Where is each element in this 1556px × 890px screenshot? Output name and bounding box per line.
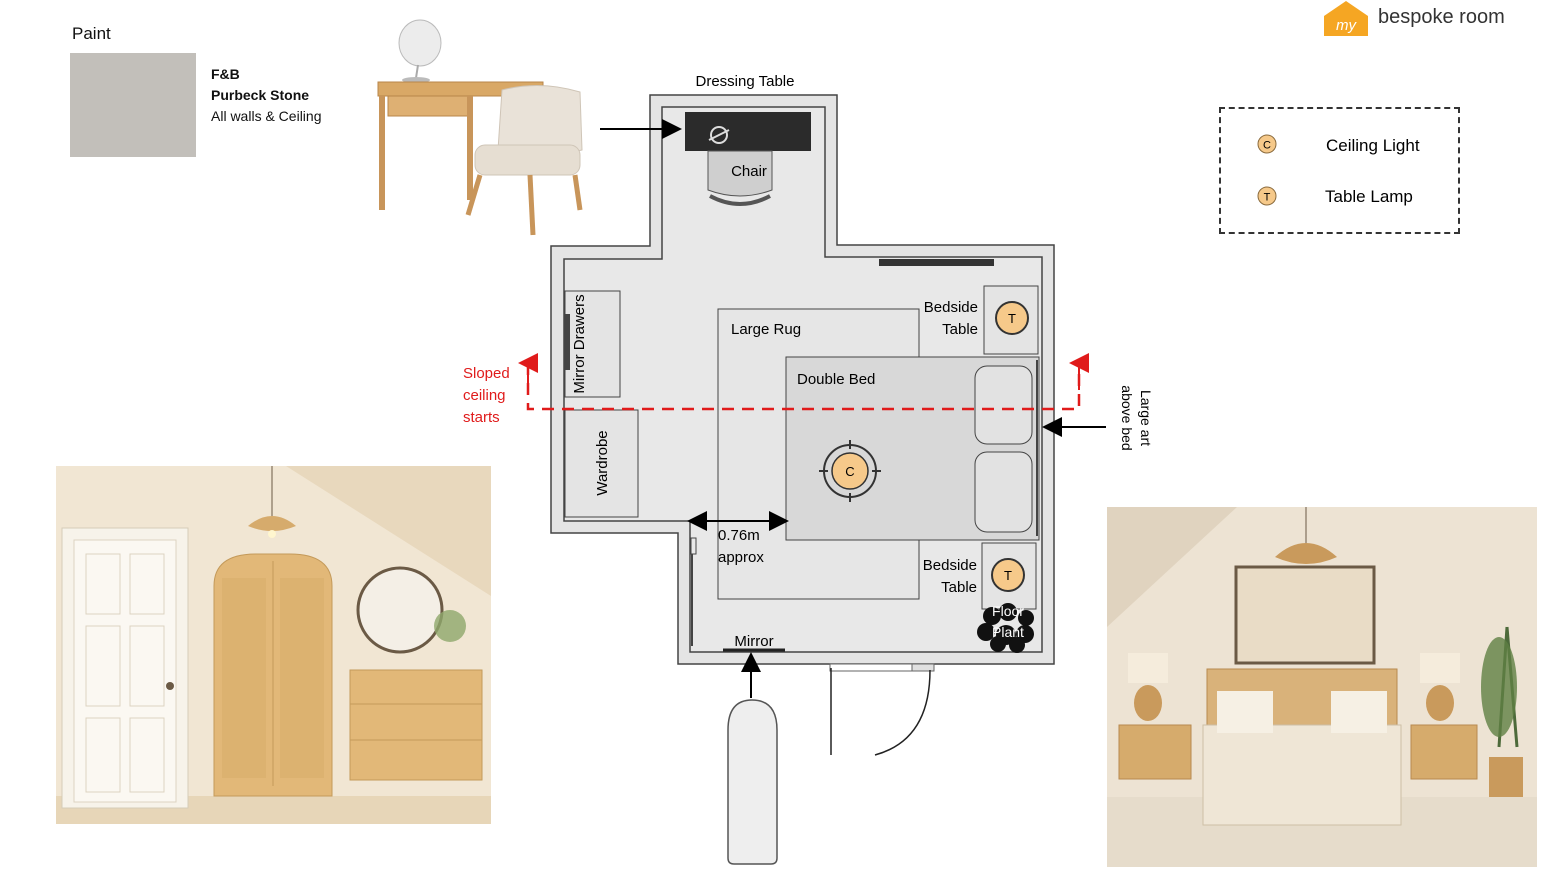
- table-lamp-symbol: T: [1004, 568, 1012, 583]
- ceiling-light-symbol: C: [845, 464, 854, 479]
- dressing-table: [685, 112, 811, 151]
- bedside-table-label: Table: [942, 321, 978, 338]
- paint-usage: All walls & Ceiling: [211, 108, 322, 124]
- logo-house-icon: my: [1324, 1, 1368, 36]
- dimension-label: 0.76m: [718, 527, 760, 544]
- table-lamp-icon: [995, 301, 1029, 335]
- pillow: [974, 451, 1033, 533]
- chair: [707, 150, 773, 197]
- ceiling-light-legend-icon: [1257, 134, 1277, 154]
- paint-brand: F&B: [211, 66, 240, 82]
- floor-plant-label: Floor: [992, 603, 1024, 619]
- door-swing: [874, 669, 931, 756]
- bedside-table-label: Table: [941, 579, 977, 596]
- mirror-label: Mirror: [734, 633, 773, 650]
- mirror-stand-icon: [710, 126, 728, 144]
- paint-color-name: Purbeck Stone: [211, 87, 310, 103]
- floor-plan: Dressing Table Chair Mirror Drawers Ward…: [463, 73, 1154, 865]
- dressing-table-label: Dressing Table: [696, 73, 795, 90]
- mirror-drawers: [564, 290, 621, 398]
- legend-label: Table Lamp: [1325, 187, 1413, 206]
- sloped-ceiling-label: ceiling: [463, 387, 506, 404]
- legend-symbol: T: [1264, 192, 1271, 204]
- sloped-ceiling-label: Sloped: [463, 365, 510, 382]
- pillow: [974, 365, 1033, 445]
- legend-symbol: C: [1263, 140, 1271, 152]
- dressing-table-illustration: [377, 19, 583, 236]
- dimension-label: approx: [718, 549, 764, 566]
- bedside-table-label: Bedside: [923, 557, 977, 574]
- wardrobe-room-photo: [56, 466, 491, 824]
- brand-name: bespoke room: [1378, 6, 1505, 28]
- legend-box: C T Ceiling Light Table Lamp: [1219, 107, 1460, 234]
- large-art-label: Large art: [1138, 390, 1154, 446]
- brand-logo: my: [1322, 0, 1372, 38]
- floor-plant-label: Plant: [992, 624, 1024, 640]
- large-rug-label: Large Rug: [731, 321, 801, 338]
- large-art-label: above bed: [1119, 385, 1135, 450]
- radiator: [879, 259, 994, 266]
- sloped-ceiling-label: starts: [463, 409, 500, 426]
- double-bed-label: Double Bed: [797, 371, 875, 388]
- legend-label: Ceiling Light: [1326, 136, 1420, 155]
- table-lamp-legend-icon: [1257, 186, 1277, 206]
- paint-details: F&B Purbeck Stone All walls & Ceiling: [211, 64, 321, 127]
- paint-heading: Paint: [72, 24, 111, 43]
- table-lamp-symbol: T: [1008, 311, 1016, 326]
- bedroom-photo: [1107, 507, 1537, 867]
- floor-mirror-illustration: [727, 699, 778, 865]
- table-lamp-icon: [991, 558, 1025, 592]
- wardrobe-label: Wardrobe: [594, 430, 611, 495]
- wardrobe: [564, 409, 639, 518]
- floor-plant-icon: [977, 603, 1034, 653]
- bedside-table-label: Bedside: [924, 299, 978, 316]
- chair-label: Chair: [731, 163, 767, 180]
- paint-swatch: [70, 53, 196, 157]
- mirror-drawers-label: Mirror Drawers: [571, 294, 588, 393]
- mirror-drawers-text: Mirror Drawers: [571, 294, 588, 393]
- logo-mark: my: [1336, 17, 1357, 34]
